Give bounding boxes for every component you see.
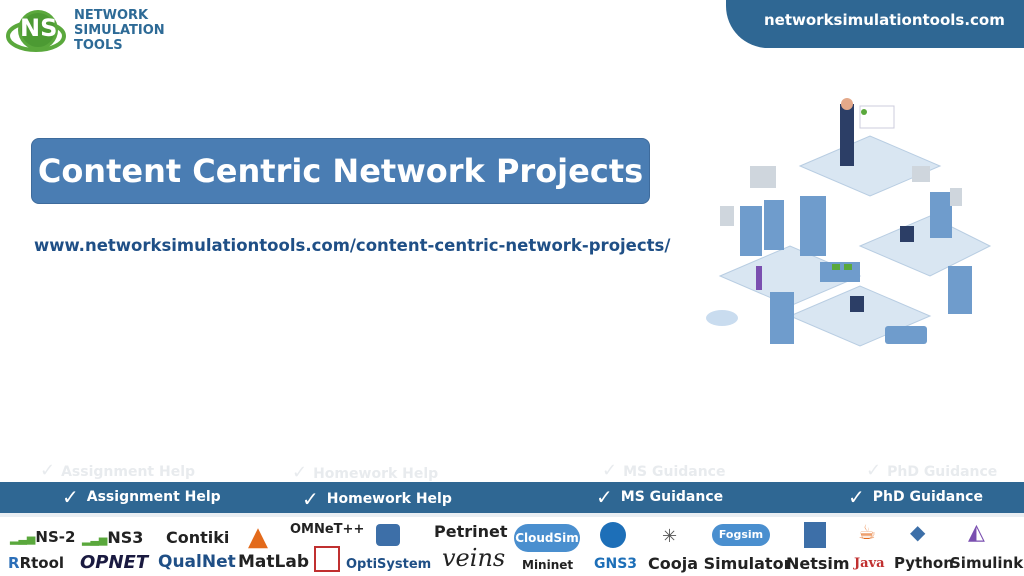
simulink-icon: ◭ [968,520,985,545]
signal-icon: ▂▃▅ [82,533,108,546]
logo-initials: NS [20,14,58,42]
tool-gns3: GNS3 [594,556,638,572]
check-icon: ✓ [292,462,308,483]
tool-netsim: Netsim [786,554,850,573]
logo-line-3: TOOLS [74,37,123,53]
tool-veins: veins [442,544,506,572]
ghost-service-homework: ✓Homework Help [292,462,439,483]
tool-petrinet: Petrinet [434,522,508,541]
site-url[interactable]: networksimulationtools.com [764,11,1005,29]
page-title: Content Centric Network Projects [37,152,644,190]
netsim-icon [804,522,826,548]
tool-omnet: OMNeT++ [290,522,365,537]
logo-line-1: NETWORK [74,7,149,23]
service-phd-guidance[interactable]: ✓ PhD Guidance [848,487,983,507]
check-icon: ✓ [62,485,79,509]
logo-wordmark: NETWORK SIMULATION TOOLS [74,8,165,53]
service-label: Assignment Help [86,489,221,505]
ghost-service-assignment: ✓Assignment Help [40,460,196,481]
network-illustration [700,96,1000,356]
matlab-icon: ▲ [248,522,268,552]
tool-simulink: Simulink [950,554,1024,572]
ghost-service-ms: ✓MS Guidance [602,460,726,481]
service-assignment-help[interactable]: ✓ Assignment Help [62,487,221,507]
check-icon: ✓ [602,460,618,481]
tool-fogsim: Fogsim [712,524,770,546]
ghost-service-phd: ✓PhD Guidance [866,460,998,481]
service-label: MS Guidance [620,489,724,505]
check-icon: ✓ [302,487,319,511]
r-icon: R [8,554,20,572]
opti-icon [376,524,400,546]
tool-cloudsim: CloudSim [514,524,580,552]
tool-contiki: Contiki [166,528,230,547]
tool-rtool: RRtool [8,554,65,572]
check-icon: ✓ [866,460,882,481]
logo-line-2: SIMULATION [74,22,165,38]
tool-opnet: OPNET [80,552,149,573]
page-url-link[interactable]: www.networksimulationtools.com/content-c… [34,236,671,255]
check-icon: ✓ [596,485,613,509]
service-label: PhD Guidance [872,489,983,505]
divider [0,513,1024,517]
service-label: Homework Help [326,491,452,507]
java-icon: ☕ [858,520,876,544]
tool-optisystem: OptiSystem [346,557,432,572]
tool-ns3: ▂▃▅NS3 [82,528,144,547]
services-bar: ✓ Assignment Help ✓ Homework Help ✓ MS G… [0,482,1024,513]
page-title-box: Content Centric Network Projects [31,138,650,204]
service-homework-help[interactable]: ✓ Homework Help [302,489,452,509]
tool-matlab: MatLab [238,552,309,572]
python-icon: ◆ [910,520,926,544]
gns3-icon [600,522,626,548]
ns-logo-icon: NS [6,6,68,54]
tool-ns2: ▂▃▅NS-2 [10,528,76,546]
tool-java: Java [854,556,885,571]
site-url-tab[interactable]: networksimulationtools.com [726,0,1024,48]
check-icon: ✓ [40,460,56,481]
tool-python: Python [894,554,954,572]
tool-mininet: Mininet [522,558,574,572]
tool-qualnet: QualNet [158,552,236,572]
service-ms-guidance[interactable]: ✓ MS Guidance [596,487,723,507]
check-icon: ✓ [848,485,865,509]
brand-logo[interactable]: NS NETWORK SIMULATION TOOLS [6,4,176,56]
optisystem-icon [314,546,340,572]
signal-icon: ▂▃▅ [10,532,36,545]
tool-cooja: Cooja Simulator [648,554,792,573]
network-graph-icon: ✳ [662,526,678,547]
